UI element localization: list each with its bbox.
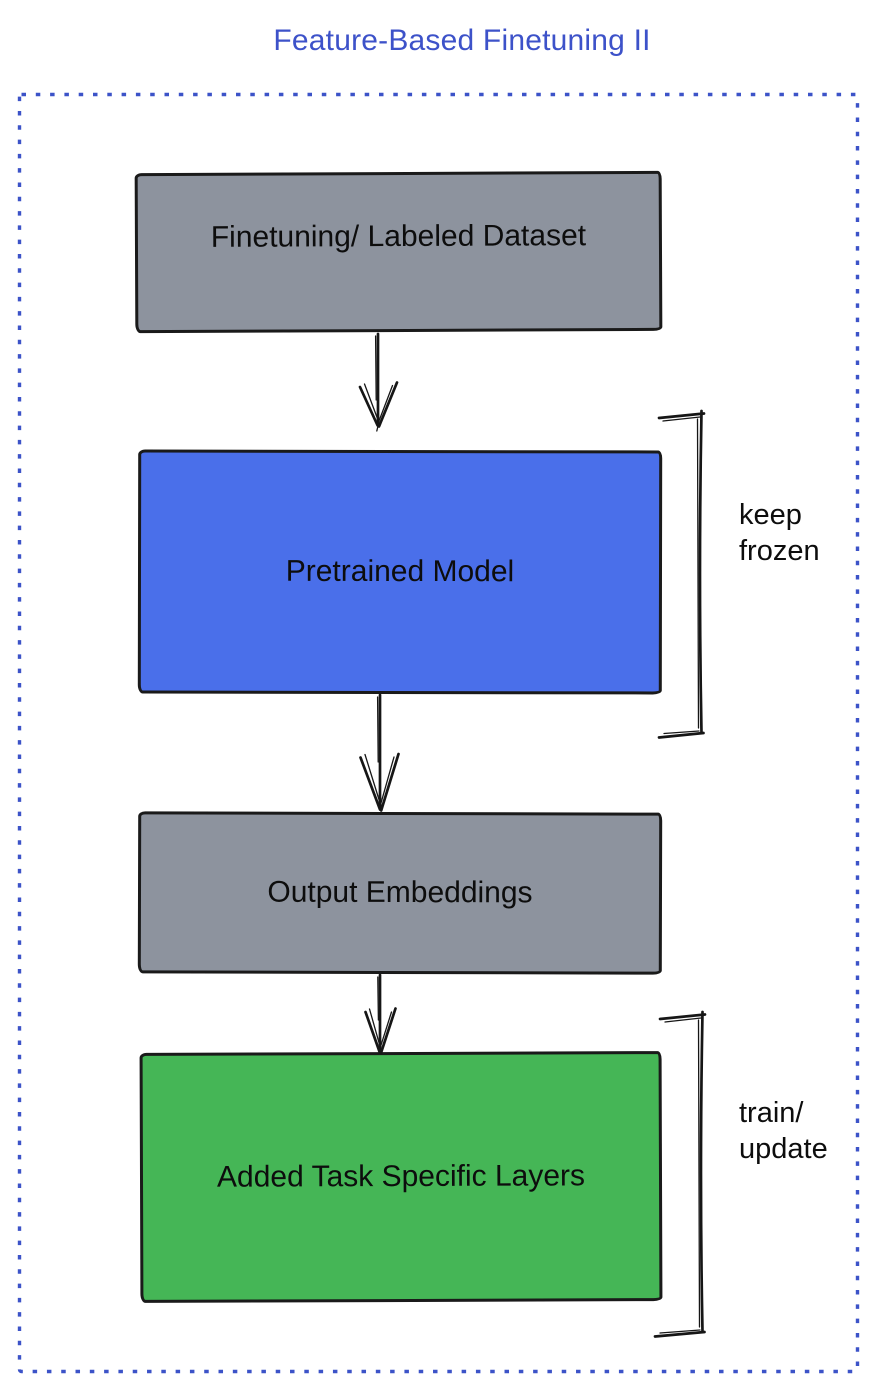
- annotation-train-update-line1: train/: [739, 1097, 804, 1129]
- node-finetuning-dataset: Finetuning/ Labeled Dataset: [134, 170, 663, 334]
- annotation-keep-frozen: keep frozen: [739, 497, 820, 569]
- arrow-down-icon: [358, 332, 399, 432]
- node-pretrained-model: Pretrained Model: [137, 449, 663, 695]
- node-finetuning-dataset-label: Finetuning/ Labeled Dataset: [210, 219, 587, 254]
- node-output-embeddings-label: Output Embeddings: [267, 875, 533, 910]
- node-task-specific-layers-label: Added Task Specific Layers: [216, 1159, 586, 1194]
- node-pretrained-model-label: Pretrained Model: [285, 554, 515, 589]
- annotation-train-update-line2: update: [739, 1133, 828, 1165]
- arrow-down-icon: [364, 973, 397, 1055]
- annotation-keep-frozen-line2: frozen: [739, 535, 820, 567]
- annotation-train-update: train/ update: [739, 1095, 828, 1167]
- arrow-down-icon: [359, 693, 400, 812]
- annotation-keep-frozen-line1: keep: [739, 499, 802, 531]
- node-output-embeddings: Output Embeddings: [137, 811, 663, 975]
- bracket-train-update: [653, 1010, 707, 1338]
- bracket-keep-frozen: [657, 409, 706, 739]
- node-task-specific-layers: Added Task Specific Layers: [139, 1051, 663, 1303]
- diagram-title: Feature-Based Finetuning II: [273, 24, 651, 57]
